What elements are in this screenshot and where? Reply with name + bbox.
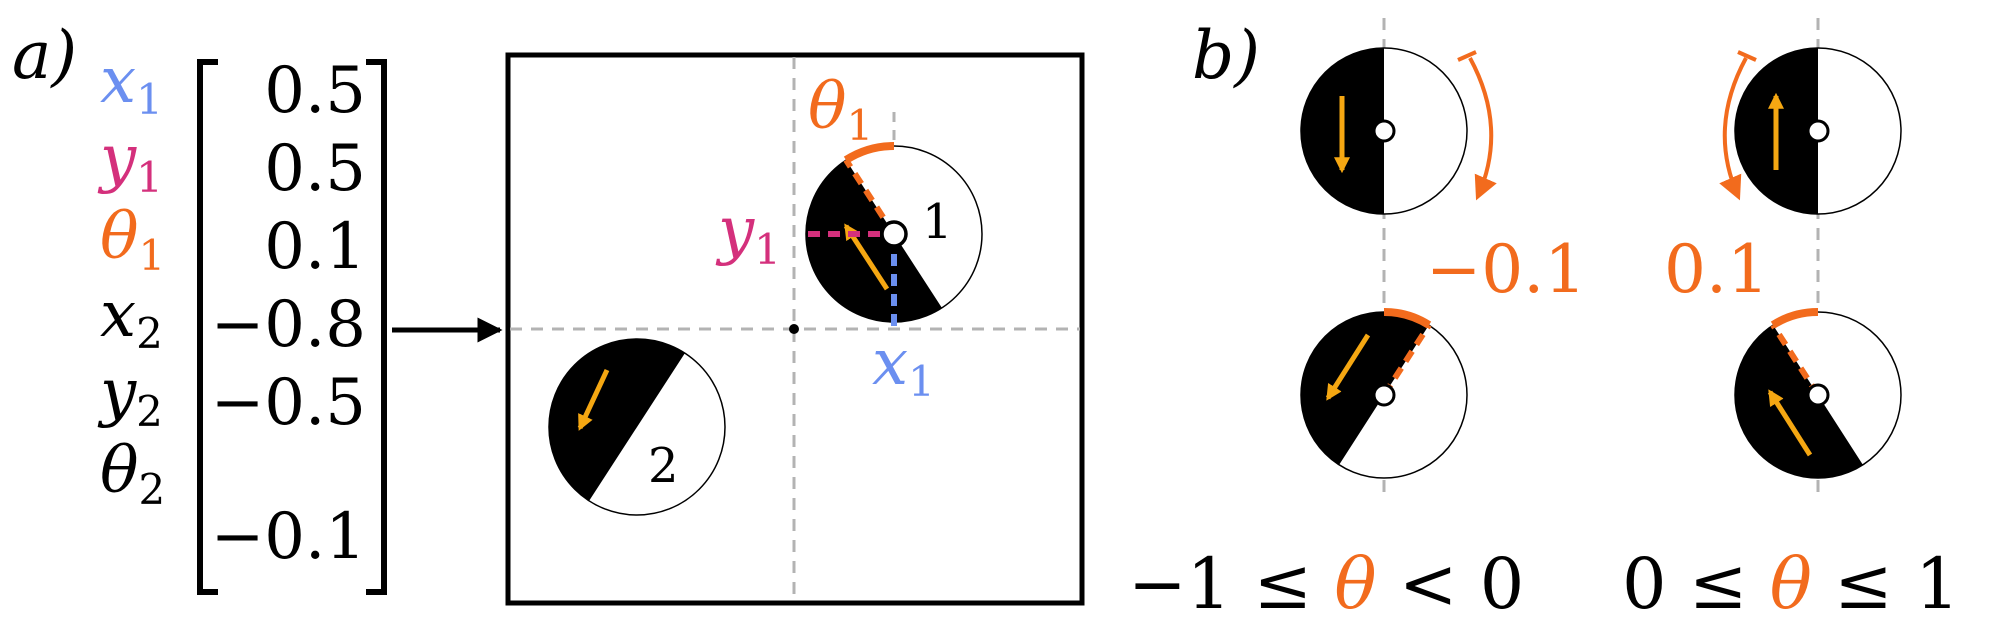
- vector-label-y1: y1: [97, 122, 163, 202]
- scene-y1-label: y1: [715, 194, 781, 274]
- vector-left-bracket: [197, 59, 218, 595]
- rotation-arrow-positive: [1719, 50, 1757, 201]
- scene-x1-label: x1: [872, 326, 935, 406]
- vector-label-theta1: θ1: [100, 200, 165, 280]
- panel-b-disc-bottom-right: [1734, 307, 1902, 479]
- vector-value-theta1: 0.1: [264, 210, 366, 284]
- vector-value-theta2: −0.1: [211, 500, 366, 574]
- disc-1-center: [880, 220, 908, 248]
- vector-label-y2: y2: [97, 356, 163, 436]
- panel-b-disc-top-left: [1300, 47, 1468, 215]
- rotation-value-negative: −0.1: [1426, 231, 1586, 308]
- vector-label-theta2: θ2: [100, 434, 165, 514]
- panel-b-disc-bottom-right-arrow: [1767, 389, 1813, 457]
- scene-frame: [505, 52, 1085, 606]
- panel-b-disc-bottom-right-orientation: [1770, 323, 1821, 397]
- disc-2: 2: [548, 338, 726, 516]
- range-positive: 0 ≤ θ ≤ 1: [1622, 543, 1960, 625]
- vector-values: 0.5 0.5 0.1 −0.8 −0.5 −0.1: [211, 54, 366, 574]
- rotation-arrow-negative: [1457, 50, 1497, 201]
- disc-1-theta-arc: [843, 141, 895, 164]
- panel-b-disc-bottom-left-arc: [1383, 307, 1432, 329]
- vector-label-x1: x1: [100, 44, 163, 124]
- scene-theta1-label: θ1: [808, 70, 873, 150]
- panel-b-label: b): [1192, 17, 1260, 94]
- range-negative: −1 ≤ θ < 0: [1128, 543, 1524, 625]
- vector-right-bracket: [366, 59, 387, 595]
- vector-labels: x1 y1 θ1 x2 y2 θ2: [97, 44, 165, 514]
- vector-value-y2: −0.5: [211, 366, 366, 440]
- panel-b-disc-bottom-left-arrow: [1325, 333, 1371, 401]
- panel-b-disc-bottom-left: [1300, 307, 1468, 479]
- rotation-value-positive: 0.1: [1664, 231, 1769, 308]
- vector-value-y1: 0.5: [264, 132, 366, 206]
- panel-b-disc-bottom-left-orientation: [1381, 323, 1432, 397]
- panel-a-label: a): [12, 17, 77, 94]
- panel-b-disc-bottom-right-arc: [1770, 307, 1819, 329]
- disc-1: 1: [805, 112, 983, 326]
- vector-value-x2: −0.8: [211, 288, 366, 362]
- vector-label-x2: x2: [100, 278, 163, 358]
- scene-origin: [789, 324, 799, 334]
- vector-value-x1: 0.5: [264, 54, 366, 128]
- disc-2-label: 2: [648, 438, 679, 494]
- disc-1-label: 1: [922, 194, 953, 250]
- disc-2-direction-arrow: [577, 368, 610, 431]
- disc-1-orientation-line: [843, 158, 897, 236]
- panel-b-disc-top-right: [1734, 47, 1902, 215]
